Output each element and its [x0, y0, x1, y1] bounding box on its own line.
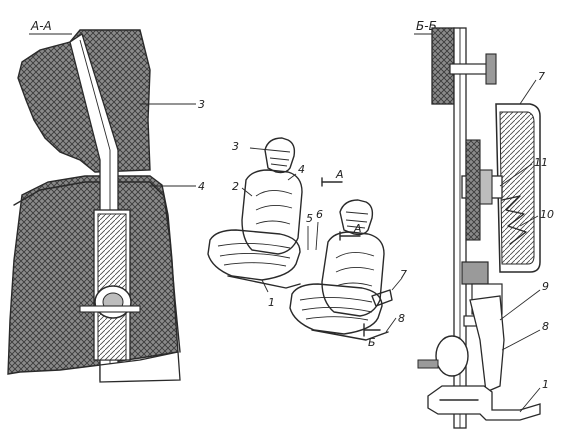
label-bb-9: 9	[542, 280, 549, 293]
handwheel-cover-inner	[499, 111, 535, 265]
recline-lever[interactable]	[371, 289, 393, 307]
seatback-section	[7, 175, 179, 375]
leader-bb-11	[499, 163, 533, 187]
label-bb-10: 10	[540, 208, 554, 221]
seat-right: 7 8 Б	[289, 199, 407, 349]
seat-left-cushion	[207, 229, 301, 281]
label-aa-3: 3	[198, 98, 205, 111]
lower-bracket	[461, 261, 489, 285]
label-aa-4: 4	[198, 180, 205, 193]
label-bb-8: 8	[542, 320, 549, 333]
lock-pin	[79, 305, 141, 313]
seat-right-cushion-seams	[299, 296, 373, 321]
leader-bb-8	[501, 329, 541, 351]
label-seat-5: 5	[306, 212, 313, 225]
label-seat-7: 7	[400, 268, 407, 281]
label-bb-11: 11	[534, 156, 548, 169]
leader-bb-1	[519, 387, 541, 413]
seat-perspective-views: 3 2 4 1 5 6 А А	[207, 137, 407, 349]
seat-right-back	[321, 231, 385, 317]
seat-right-headrest	[339, 199, 374, 236]
upper-bolt-nut	[485, 53, 497, 85]
seat-right-runner	[311, 329, 389, 341]
seat-left: 3 2 4 1 5 6	[207, 137, 323, 309]
label-seat-3: 3	[232, 140, 239, 153]
seatback-trim	[13, 181, 181, 353]
leader-seat-8	[385, 317, 397, 333]
label-cut-a-top: А	[335, 168, 344, 181]
leader-seat-4	[287, 173, 297, 181]
mount-boss	[435, 335, 469, 377]
leader-bb-9	[499, 289, 541, 321]
mount-bolt	[417, 359, 439, 369]
leader-seat-6	[315, 221, 319, 251]
headrest-section	[17, 29, 151, 173]
seat-left-cushion-seams	[217, 242, 291, 267]
seatback-bottom-trim	[99, 351, 181, 383]
leader-bb-10	[519, 215, 539, 227]
section-aa-title: А-А	[30, 19, 52, 33]
seat-left-headrest-ribs	[269, 149, 291, 167]
section-bb: Б-Б 7 11	[414, 19, 554, 429]
seat-left-back-seams	[255, 190, 293, 225]
section-aa: А-А 3 4	[7, 19, 205, 383]
leader-bb-7	[519, 79, 537, 105]
floor-profile	[427, 385, 541, 421]
leader-seat-7	[391, 277, 403, 291]
leader-seat-2	[241, 187, 253, 197]
leader-seat-3	[249, 147, 271, 151]
seat-left-headrest	[264, 137, 296, 174]
label-seat-8: 8	[398, 312, 405, 325]
label-cut-b: Б	[368, 336, 376, 349]
seat-left-back	[241, 169, 303, 255]
lever-arm	[469, 295, 505, 393]
cut-marker-aa: А А	[321, 168, 362, 241]
label-seat-2: 2	[232, 180, 239, 193]
label-bb-7: 7	[538, 70, 545, 83]
label-seat-4: 4	[298, 163, 305, 176]
seat-right-back-seams	[335, 252, 375, 287]
label-bb-1: 1	[542, 378, 549, 391]
seat-right-cushion	[289, 283, 383, 335]
label-seat-1: 1	[268, 296, 275, 309]
seat-right-headrest-ribs	[345, 211, 369, 229]
return-spring	[501, 195, 527, 245]
label-seat-6: 6	[316, 208, 323, 221]
seat-left-runner	[227, 275, 301, 289]
leader-seat-1	[261, 279, 269, 293]
label-cut-a-mid: А	[353, 222, 362, 235]
ratchet-disc	[465, 139, 481, 241]
